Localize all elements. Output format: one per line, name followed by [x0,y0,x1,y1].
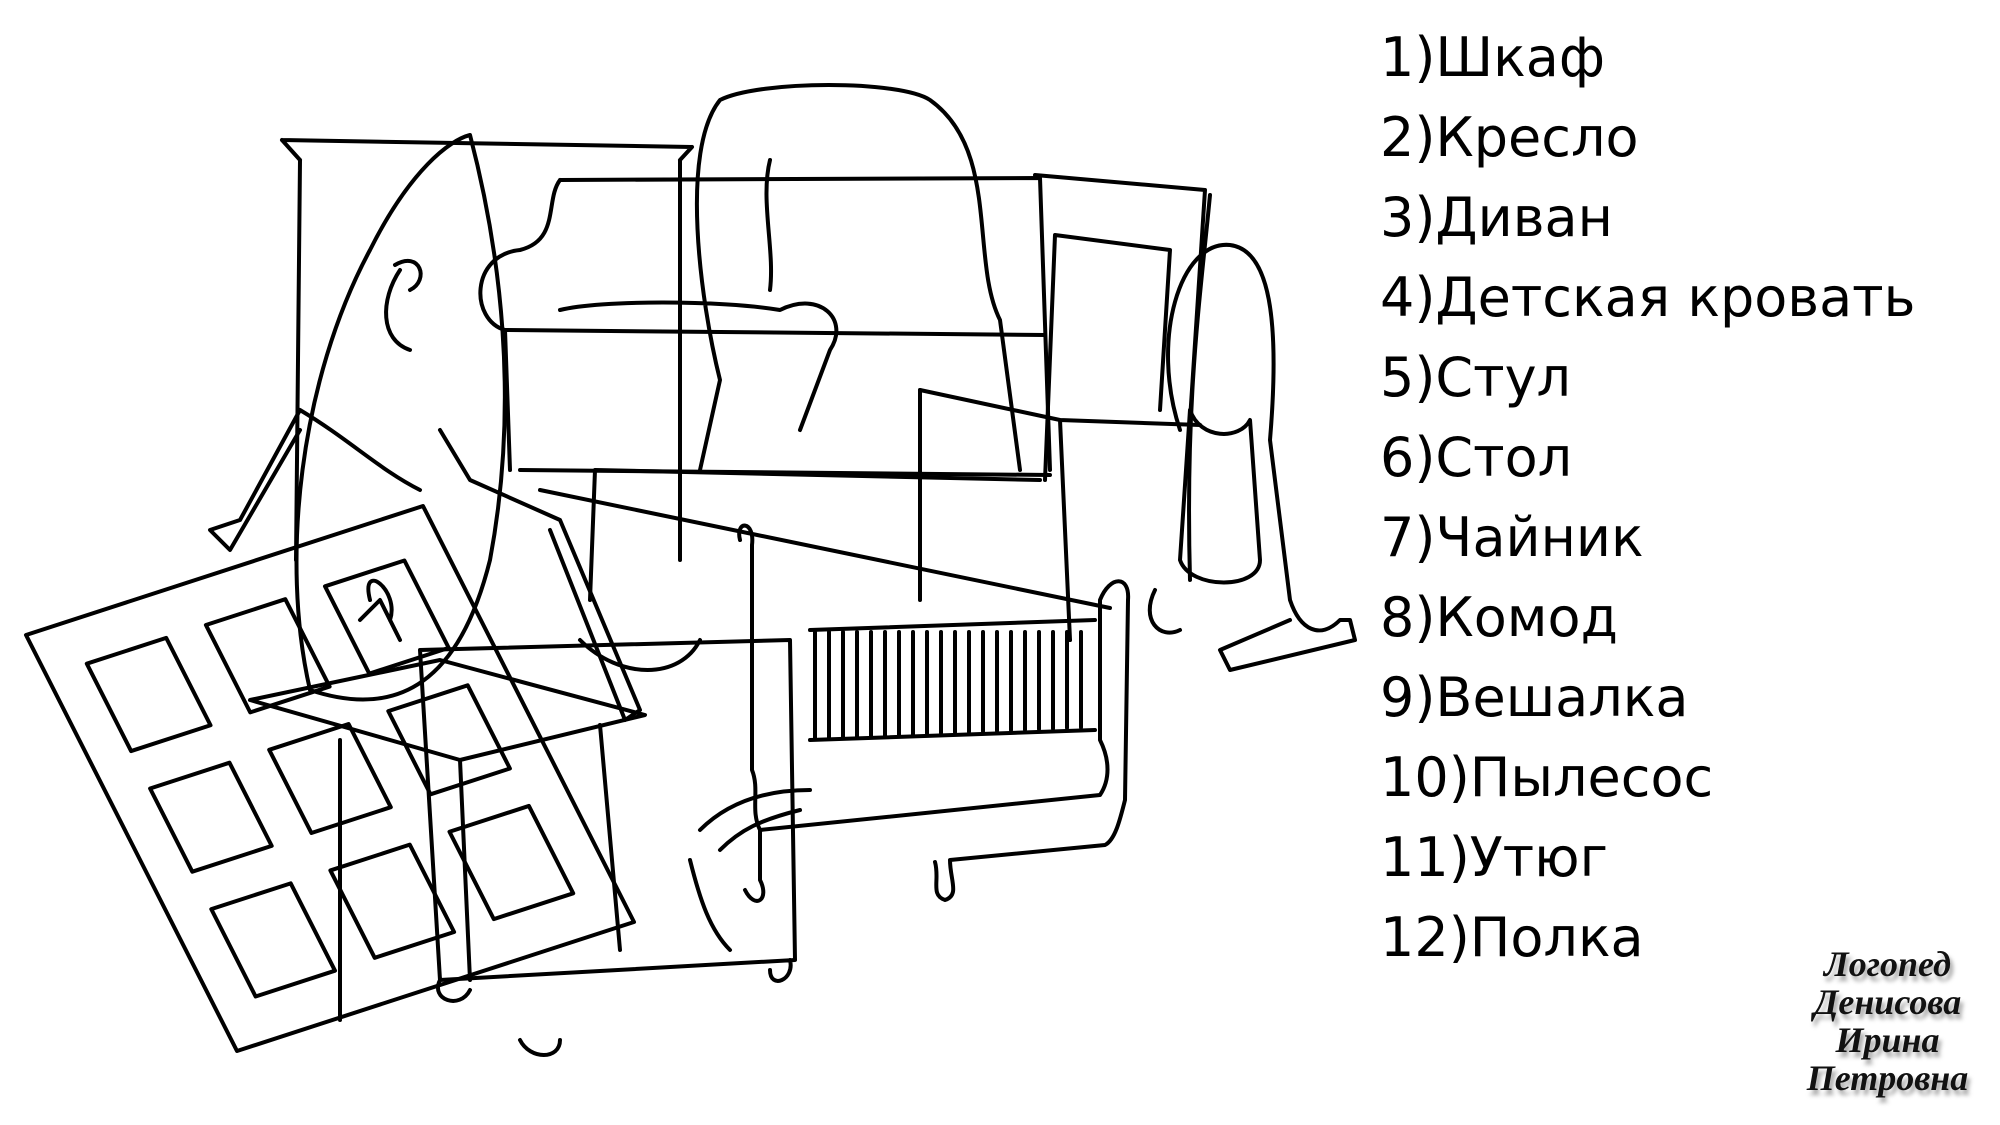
sofa-outline [480,178,1050,600]
list-item: 3)Диван [1380,186,1613,249]
crib-outline [739,526,1128,901]
list-item: 9)Вешалка [1380,666,1689,729]
list-item: 4)Детская кровать [1380,266,1916,329]
signature-line: Логопед [1824,944,1951,984]
table-outline [250,660,645,1020]
list-item: 5)Стул [1380,346,1572,409]
signature-line: Петровна [1806,1058,1969,1098]
list-item: 12)Полка [1380,906,1644,969]
signature-line: Денисова [1813,982,1962,1022]
list-item: 2)Кресло [1380,106,1639,169]
list-item: 6)Стол [1380,426,1573,489]
vacuum-cleaner-outline [1150,245,1355,670]
window-outline [26,506,634,1051]
armchair-outline [560,85,1020,670]
list-item: 7)Чайник [1380,506,1644,569]
furniture-word-list: 1)Шкаф 2)Кресло 3)Диван 4)Детская кроват… [1380,18,1915,978]
shelf-outline [440,430,1110,720]
list-item: 10)Пылесос [1380,746,1714,809]
list-item: 1)Шкаф [1380,26,1606,89]
wardrobe-outline [282,140,692,560]
list-item: 11)Утюг [1380,826,1608,889]
author-signature: Логопед Денисова Ирина Петровна [1785,945,1990,1097]
chest-of-drawers-outline [420,640,795,1055]
iron-outline [297,135,505,700]
chair-outline [920,175,1210,640]
overlapping-furniture-drawing [0,0,1420,1125]
coat-hanger-outline [210,410,810,950]
list-item: 8)Комод [1380,586,1618,649]
signature-line: Ирина [1835,1020,1940,1060]
